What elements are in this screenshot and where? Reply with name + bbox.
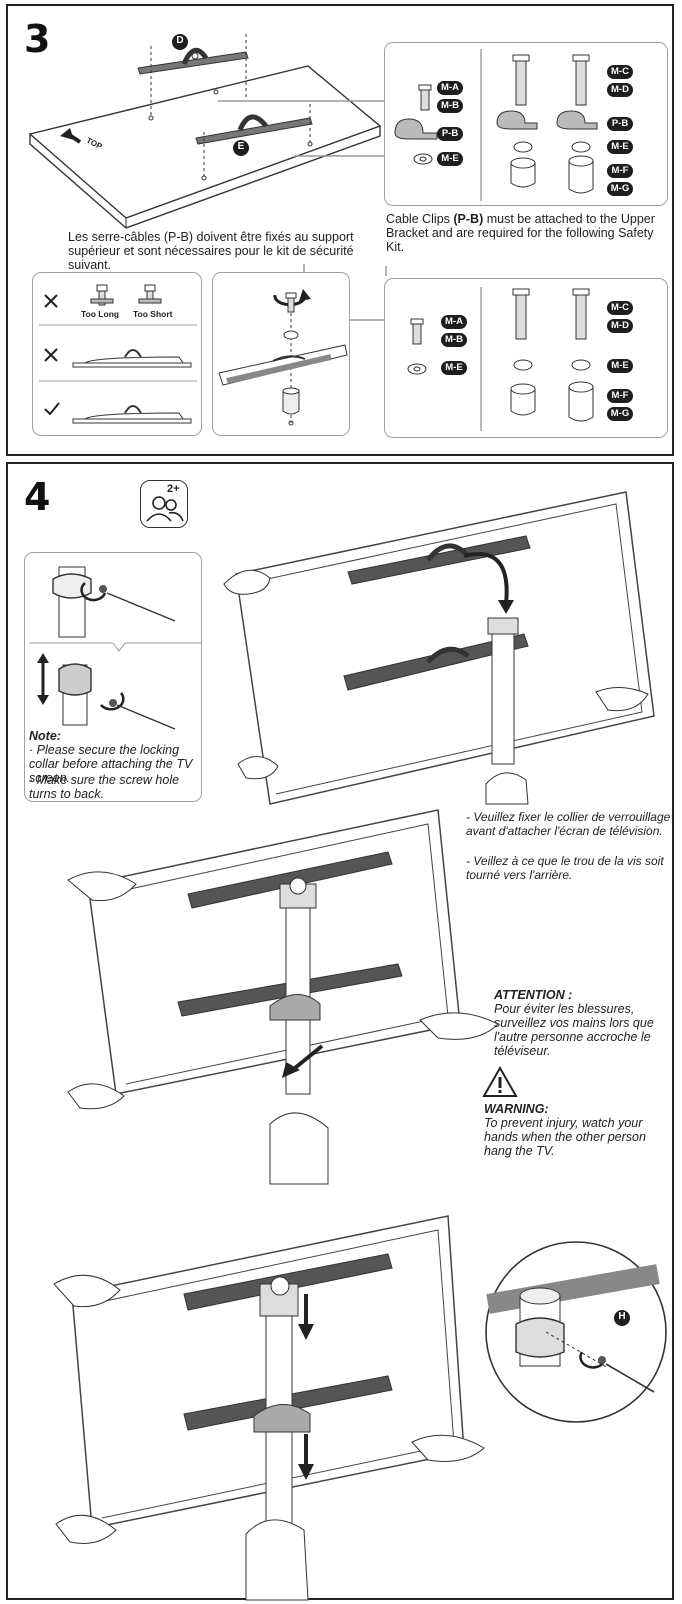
badge-m-g: M-G bbox=[610, 408, 630, 419]
step-3-panel: 3 D E TOP Les serre-câbles (P-B) d bbox=[6, 4, 674, 456]
step-number: 3 bbox=[24, 17, 51, 61]
persons-badge: 2+ bbox=[167, 483, 180, 495]
two-persons-icon: 2+ bbox=[140, 480, 188, 528]
warning-triangle-icon bbox=[482, 1065, 518, 1097]
badge-m-c: M-C bbox=[611, 66, 629, 77]
callout-h: H bbox=[618, 1311, 626, 1322]
caption-en-prefix: Cable Clips bbox=[386, 212, 454, 226]
too-short-label: Too Short bbox=[133, 309, 173, 319]
badge-m-e: M-E bbox=[441, 153, 459, 164]
parts-card-bottom: M-A M-B M-E M-C M-D M-E M-F M-G bbox=[384, 278, 668, 438]
badge-m-f: M-F bbox=[611, 390, 629, 401]
badge-p-b: P-B bbox=[441, 128, 459, 139]
note-title: Note: bbox=[29, 729, 61, 743]
screw-install-drawing bbox=[218, 289, 348, 426]
warning-text: To prevent injury, watch your hands when… bbox=[484, 1116, 646, 1158]
callout-e: E bbox=[237, 141, 245, 152]
badge-m-d: M-D bbox=[611, 84, 629, 95]
fr-note-2: - Veillez à ce que le trou de la vis soi… bbox=[466, 854, 664, 882]
too-long-label: Too Long bbox=[81, 309, 120, 319]
badge-m-b: M-B bbox=[441, 100, 459, 111]
tv-hang-scene-2 bbox=[67, 809, 499, 1185]
note-line-2: · Make sure the screw hole turns to back… bbox=[29, 773, 180, 801]
caption-en: Cable Clips (P-B) must be attached to th… bbox=[386, 212, 670, 254]
parts-top-drawing bbox=[394, 49, 633, 201]
badge-m-b: M-B bbox=[445, 334, 463, 345]
tv-back-illustration bbox=[28, 34, 386, 229]
badge-m-c: M-C bbox=[611, 302, 629, 313]
badge-m-e-2: M-E bbox=[611, 141, 629, 152]
step-number: 4 bbox=[24, 475, 51, 519]
badge-m-g: M-G bbox=[610, 183, 630, 194]
collar-note-card: Note: · Please secure the locking collar… bbox=[24, 552, 202, 802]
step-4-panel: 4 2+ Note: bbox=[6, 462, 674, 1601]
badge-m-e-2: M-E bbox=[611, 360, 629, 371]
note-line-1: · Please secure the locking collar befor… bbox=[29, 743, 193, 785]
parts-bottom-drawing bbox=[407, 287, 633, 431]
badge-p-b-2: P-B bbox=[611, 118, 629, 129]
warning-title: WARNING: bbox=[484, 1102, 549, 1116]
tv-hang-scene-3 bbox=[53, 1215, 667, 1601]
collar-detail-drawing bbox=[29, 566, 201, 730]
length-check-card: Too Long Too Short bbox=[32, 272, 202, 436]
badge-m-d: M-D bbox=[611, 320, 629, 331]
caption-fr: Les serre-câbles (P-B) doivent être fixé… bbox=[68, 230, 354, 272]
length-check-drawing bbox=[39, 284, 197, 424]
attention-title: ATTENTION : bbox=[494, 988, 573, 1002]
screw-install-card bbox=[212, 272, 350, 436]
badge-m-e: M-E bbox=[445, 362, 463, 373]
tv-hang-scene-1 bbox=[223, 491, 655, 805]
badge-m-a: M-A bbox=[445, 316, 463, 327]
attention-text: Pour éviter les blessures, surveillez vo… bbox=[494, 1002, 654, 1058]
badge-m-a: M-A bbox=[441, 82, 459, 93]
badge-m-f: M-F bbox=[611, 165, 629, 176]
caption-en-bold: (P-B) bbox=[453, 212, 484, 226]
parts-card-top: M-A M-B P-B M-E M-C M-D P-B M-E M-F M-G bbox=[384, 42, 668, 206]
caption-en-suffix: must be attached to the Upper Bracket an… bbox=[386, 212, 655, 254]
callout-d: D bbox=[176, 35, 184, 46]
fr-note-1: - Veuillez fixer le collier de verrouill… bbox=[466, 810, 671, 838]
two-persons-drawing bbox=[146, 496, 184, 522]
